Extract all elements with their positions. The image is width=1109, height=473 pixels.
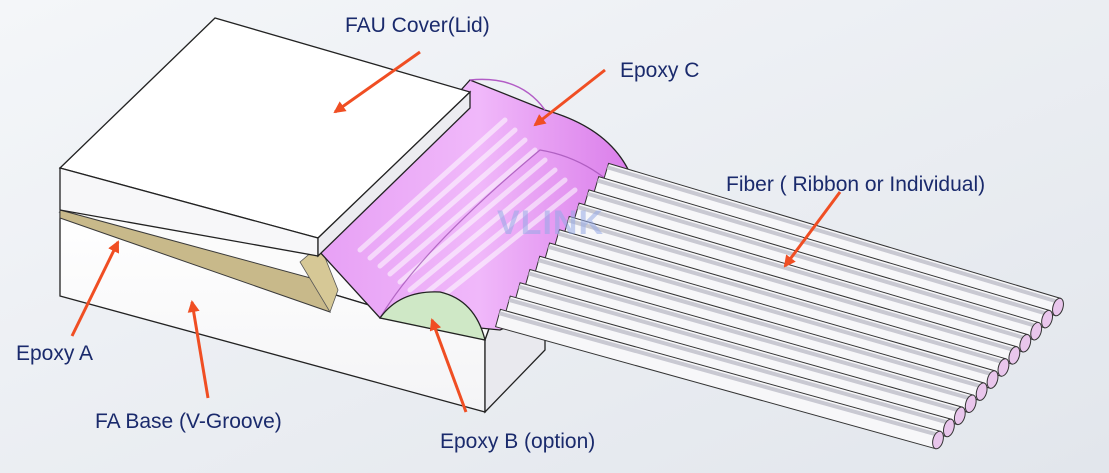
- arrow-epoxy-c: [533, 68, 606, 127]
- label-fiber: Fiber ( Ribbon or Individual): [726, 173, 986, 196]
- fau-cover-lid: [58, 17, 472, 258]
- arrow-epoxy-a: [70, 240, 120, 337]
- epoxy-b-region: [378, 291, 486, 341]
- fiber-ribbon: [494, 162, 1064, 450]
- arrow-fiber: [783, 191, 842, 268]
- fiber-10: [514, 282, 966, 426]
- arrow-epoxy-b: [429, 318, 468, 413]
- fiber-1: [602, 162, 1064, 317]
- arrows: [70, 50, 842, 413]
- label-fau-cover: FAU Cover(Lid): [345, 14, 490, 37]
- label-fa-base: FA Base (V-Groove): [95, 410, 282, 433]
- watermark: VLINK: [497, 204, 604, 242]
- label-epoxy-b: Epoxy B (option): [440, 430, 596, 453]
- arrow-fau-cover: [333, 50, 421, 114]
- fiber-12: [494, 308, 944, 450]
- arrow-fa-base: [187, 300, 210, 399]
- label-epoxy-a: Epoxy A: [16, 342, 94, 365]
- label-epoxy-c: Epoxy C: [620, 59, 700, 82]
